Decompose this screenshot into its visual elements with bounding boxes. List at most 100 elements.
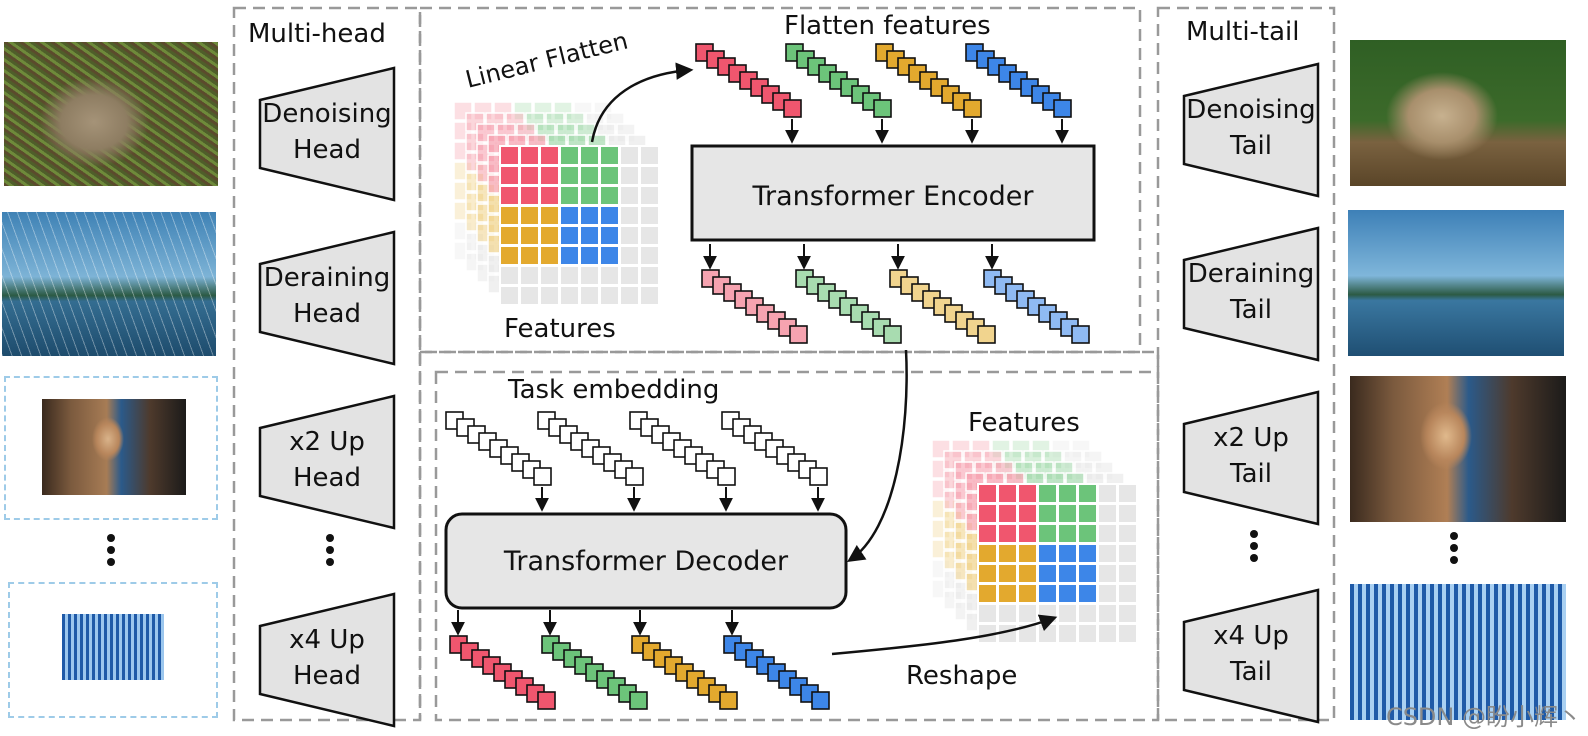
feature-cell	[579, 265, 600, 286]
transformer-decoder-box	[444, 512, 848, 610]
token	[811, 691, 830, 710]
feature-cell	[519, 225, 540, 246]
output-image-x2-up	[1350, 376, 1566, 522]
feature-cell	[1097, 483, 1118, 504]
feature-cell	[997, 503, 1018, 524]
feature-cell	[1117, 503, 1138, 524]
head-label-line2: Head	[293, 463, 361, 493]
feature-cell	[1117, 563, 1138, 584]
feature-cell	[1077, 523, 1098, 544]
task-embedding-label: Task embedding	[507, 375, 719, 405]
feature-cell	[1037, 503, 1058, 524]
feature-cell	[1057, 563, 1078, 584]
input-image-x4-up	[62, 614, 164, 680]
feature-cell	[539, 285, 560, 306]
output-ellipsis	[1450, 532, 1458, 564]
feature-cell	[1097, 603, 1118, 624]
feature-cell	[1057, 583, 1078, 604]
tail-label-line2: Tail	[1229, 131, 1272, 161]
token	[717, 467, 736, 486]
multi-tail-title: Multi-tail	[1186, 17, 1300, 47]
feature-cell	[499, 265, 520, 286]
feature-cell	[977, 583, 998, 604]
feature-cell	[1037, 623, 1058, 644]
decoder-region-link	[418, 350, 1160, 720]
feature-cell	[997, 543, 1018, 564]
feature-cell	[579, 205, 600, 226]
flatten-features-label: Flatten features	[784, 11, 991, 41]
feature-cell	[997, 523, 1018, 544]
feature-cell	[539, 265, 560, 286]
feature-cell	[579, 165, 600, 186]
transformer-encoder-box	[690, 144, 1096, 242]
token	[783, 99, 802, 118]
feature-cell	[639, 265, 660, 286]
token	[809, 467, 828, 486]
feature-cell	[599, 145, 620, 166]
feature-cell	[1077, 503, 1098, 524]
feature-cell	[539, 205, 560, 226]
feature-cell	[619, 245, 640, 266]
feature-cell	[619, 225, 640, 246]
token	[625, 467, 644, 486]
feature-cell	[579, 245, 600, 266]
feature-cell	[977, 603, 998, 624]
feature-cell	[1017, 543, 1038, 564]
feature-cell	[499, 145, 520, 166]
feature-cell	[539, 245, 560, 266]
feature-cell	[499, 165, 520, 186]
feature-cell	[639, 185, 660, 206]
feature-cell	[599, 185, 620, 206]
feature-cell	[619, 145, 640, 166]
feature-cell	[599, 165, 620, 186]
feature-cell	[1037, 543, 1058, 564]
flatten-seq-blue	[965, 43, 1072, 144]
feature-cell	[997, 563, 1018, 584]
head-3: x2 Up Head	[258, 394, 396, 530]
feature-cell	[977, 483, 998, 504]
feature-cell	[1017, 523, 1038, 544]
feature-cell	[499, 185, 520, 206]
tail-ellipsis	[1250, 530, 1258, 562]
feature-cell	[519, 145, 540, 166]
encoder-out-yellow	[889, 244, 996, 344]
feature-cell	[1037, 563, 1058, 584]
feature-cell	[1057, 523, 1078, 544]
token	[963, 99, 982, 118]
head-label-line2: Head	[293, 135, 361, 165]
feature-cell	[559, 245, 580, 266]
feature-cell	[1057, 623, 1078, 644]
head-label-line1: x2 Up	[289, 427, 365, 457]
transformer-encoder-label: Transformer Encoder	[752, 181, 1035, 212]
feature-cell	[619, 165, 640, 186]
tail-label-line2: Tail	[1229, 657, 1272, 687]
feature-cell	[579, 185, 600, 206]
head-label-line2: Head	[293, 299, 361, 329]
token	[1053, 99, 1072, 118]
input-ellipsis	[107, 534, 115, 566]
feature-cell	[1117, 483, 1138, 504]
input-image-denoising	[4, 42, 218, 186]
input-image-deraining	[2, 212, 216, 356]
feature-cell	[539, 165, 560, 186]
feature-cell	[1077, 623, 1098, 644]
linear-flatten-arrow	[590, 62, 694, 143]
feature-cell	[1117, 523, 1138, 544]
feature-cell	[619, 205, 640, 226]
feature-cell	[559, 285, 580, 306]
decoder-out-red	[449, 610, 556, 710]
feature-cell	[539, 185, 560, 206]
feature-cell	[1117, 543, 1138, 564]
task-embedding-seq-3	[629, 411, 736, 512]
features-cube-bottom	[931, 439, 1138, 644]
tail-label-line1: x2 Up	[1213, 423, 1289, 453]
feature-cell	[599, 225, 620, 246]
feature-cell	[1057, 503, 1078, 524]
token	[977, 325, 996, 344]
feature-cell	[1017, 603, 1038, 624]
feature-cell	[1017, 563, 1038, 584]
csdn-watermark: CSDN @盼小辉丶	[1385, 703, 1582, 731]
feature-cell	[539, 145, 560, 166]
